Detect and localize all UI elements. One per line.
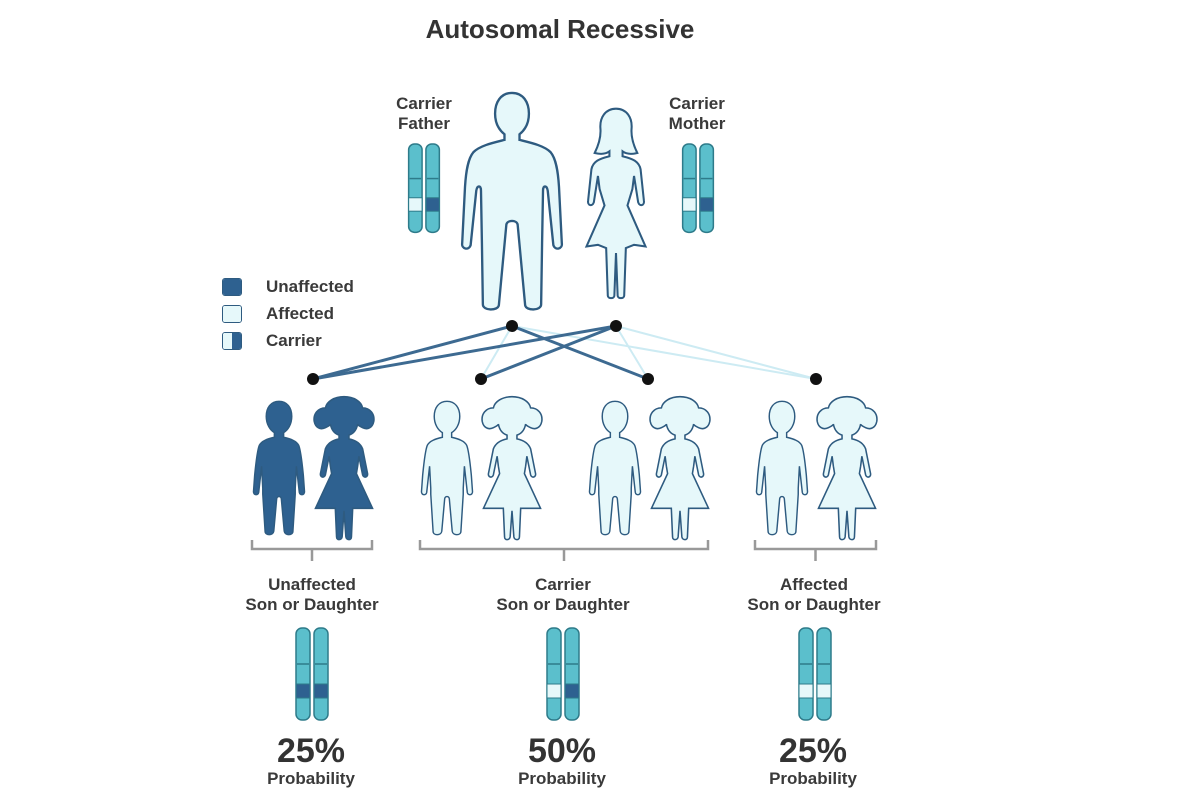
outcome-affected-label: Affected Son or Daughter bbox=[694, 575, 934, 615]
daughter-figure-2 bbox=[481, 395, 543, 541]
chromosome bbox=[816, 627, 832, 721]
outcome-carrier-label: Carrier Son or Daughter bbox=[443, 575, 683, 615]
mother-label: Carrier Mother bbox=[642, 94, 752, 134]
chromosome bbox=[699, 143, 715, 234]
parent-node-dot bbox=[610, 320, 622, 332]
chromosome bbox=[295, 627, 311, 721]
father-label: Carrier Father bbox=[369, 94, 479, 134]
outcome-unaffected-percent: 25% bbox=[276, 732, 346, 770]
legend-swatch-unaffected bbox=[222, 278, 242, 296]
mother-figure bbox=[585, 107, 647, 300]
chromosome bbox=[564, 627, 580, 721]
son-figure-2 bbox=[420, 400, 474, 536]
inheritance-line-dominant bbox=[511, 324, 649, 381]
legend-label-carrier: Carrier bbox=[266, 331, 322, 350]
inheritance-line-dominant bbox=[480, 324, 617, 381]
legend-swatch-carrier bbox=[222, 332, 242, 350]
outcome-affected-percent: 25% bbox=[778, 732, 848, 770]
father-label-line2: Father bbox=[398, 114, 450, 133]
group-bracket bbox=[250, 540, 374, 561]
outcome-affected-line2: Son or Daughter bbox=[747, 595, 881, 614]
inheritance-line-recessive bbox=[511, 325, 817, 380]
daughter-figure-4 bbox=[816, 395, 878, 541]
mother-chromosomes bbox=[681, 143, 715, 234]
legend-swatch-affected bbox=[222, 305, 242, 323]
father-label-line1: Carrier bbox=[396, 94, 452, 113]
group-bracket bbox=[753, 540, 878, 561]
child-node-dot bbox=[810, 373, 822, 385]
outcome-unaffected-label: Unaffected Son or Daughter bbox=[192, 575, 432, 615]
outcome-carrier-probability: Probability bbox=[518, 769, 606, 788]
inheritance-line-dominant bbox=[312, 324, 513, 381]
child-node-dot bbox=[307, 373, 319, 385]
son-figure-1 bbox=[252, 400, 306, 536]
daughter-figure-3 bbox=[649, 395, 711, 541]
daughter-figure-1 bbox=[313, 395, 375, 541]
inheritance-line-dominant bbox=[312, 324, 617, 381]
diagram-title: Autosomal Recessive bbox=[425, 14, 695, 44]
son-figure-4 bbox=[755, 400, 809, 536]
outcome-unaffected-probability: Probability bbox=[267, 769, 355, 788]
inheritance-line-recessive bbox=[615, 325, 649, 380]
parent-node-dot bbox=[506, 320, 518, 332]
outcome-affected-line1: Affected bbox=[779, 575, 848, 594]
inheritance-line-recessive bbox=[615, 325, 817, 380]
group-bracket bbox=[418, 540, 710, 561]
chromosome bbox=[313, 627, 329, 721]
affected-chromosomes bbox=[798, 627, 832, 721]
outcome-unaffected-line1: Unaffected bbox=[268, 575, 356, 594]
chromosome bbox=[798, 627, 814, 721]
carrier-chromosomes bbox=[546, 627, 580, 721]
inheritance-line-recessive bbox=[480, 325, 513, 380]
outcome-carrier-percent: 50% bbox=[527, 732, 597, 770]
chromosome bbox=[546, 627, 562, 721]
chromosome bbox=[681, 143, 697, 234]
father-chromosomes bbox=[407, 143, 441, 234]
legend-label-affected: Affected bbox=[266, 304, 335, 323]
mother-label-line2: Mother bbox=[668, 114, 726, 133]
unaffected-chromosomes bbox=[295, 627, 329, 721]
chromosome bbox=[407, 143, 423, 234]
outcome-carrier-line2: Son or Daughter bbox=[496, 595, 630, 614]
child-node-dot bbox=[475, 373, 487, 385]
outcome-affected-probability: Probability bbox=[769, 769, 857, 788]
outcome-carrier-line1: Carrier bbox=[535, 575, 591, 594]
outcome-unaffected-line2: Son or Daughter bbox=[245, 595, 379, 614]
mother-label-line1: Carrier bbox=[669, 94, 725, 113]
legend-label-unaffected: Unaffected bbox=[266, 277, 354, 296]
chromosome bbox=[425, 143, 441, 234]
child-node-dot bbox=[642, 373, 654, 385]
son-figure-3 bbox=[588, 400, 642, 536]
